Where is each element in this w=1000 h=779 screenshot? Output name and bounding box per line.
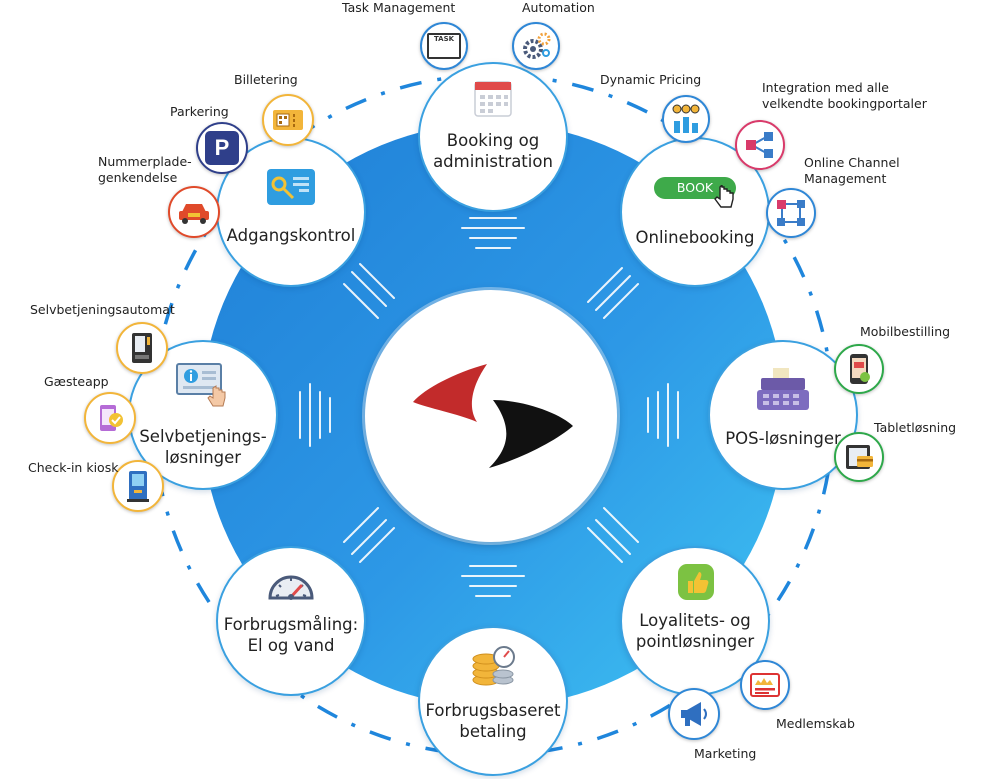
cash-register-icon bbox=[757, 368, 809, 410]
calendar-icon bbox=[474, 81, 512, 117]
hub-selvbetjening-label: Selvbetjenings- løsninger bbox=[139, 427, 267, 467]
hub-forbrugsmaaling-label: Forbrugsmåling: El og vand bbox=[223, 615, 359, 655]
label-billetering: Billetering bbox=[234, 72, 298, 87]
sat-tabletloesning[interactable] bbox=[834, 432, 884, 482]
sat-selvbetjeningsautomat[interactable] bbox=[116, 322, 168, 374]
sat-billetering[interactable] bbox=[262, 94, 314, 146]
label-integration: Integration med alle velkendte bookingpo… bbox=[762, 80, 927, 111]
price-bars-icon bbox=[672, 104, 700, 133]
label-parkering: Parkering bbox=[170, 104, 229, 119]
info-screen-icon bbox=[176, 363, 226, 407]
hub-adgangskontrol[interactable]: Adgangskontrol bbox=[216, 137, 366, 287]
label-dynamic-pricing: Dynamic Pricing bbox=[600, 72, 702, 87]
wave-marks bbox=[299, 217, 679, 597]
sat-checkin-kiosk[interactable] bbox=[112, 460, 164, 512]
hub-pos-label: POS-løsninger bbox=[725, 429, 841, 448]
sat-task-management[interactable]: TASK bbox=[420, 22, 468, 70]
guest-app-icon bbox=[100, 405, 123, 431]
label-task-management: Task Management bbox=[342, 0, 456, 15]
hub-pos[interactable]: POS-løsninger bbox=[708, 340, 858, 490]
hub-booking-label: Booking og administration bbox=[433, 131, 553, 171]
label-automation: Automation bbox=[522, 0, 595, 15]
hub-adgangskontrol-label: Adgangskontrol bbox=[226, 226, 356, 245]
sat-medlemskab[interactable] bbox=[740, 660, 790, 710]
parking-sign-icon: P bbox=[205, 131, 239, 165]
mobile-phone-icon bbox=[850, 354, 870, 384]
sat-automation[interactable] bbox=[512, 22, 560, 70]
hub-booking[interactable]: Booking og administration bbox=[418, 62, 568, 212]
kiosk-icon bbox=[127, 471, 149, 502]
sat-marketing[interactable] bbox=[668, 688, 720, 740]
hub-loyalty-label: Loyalitets- og pointløsninger bbox=[635, 611, 755, 651]
sat-dynamic-pricing[interactable] bbox=[662, 95, 710, 143]
hand-cursor-icon bbox=[714, 185, 734, 208]
sat-online-channel[interactable] bbox=[766, 188, 816, 238]
label-mobilbestilling: Mobilbestilling bbox=[860, 324, 951, 339]
sat-nummerplade[interactable] bbox=[168, 186, 220, 238]
label-medlemskab: Medlemskab bbox=[776, 716, 855, 731]
car-icon bbox=[179, 204, 209, 224]
sat-gaesteapp[interactable] bbox=[84, 392, 136, 444]
thumbs-up-glyph bbox=[688, 572, 709, 593]
center-logo-circle bbox=[365, 290, 617, 542]
label-online-channel: Online Channel Management bbox=[804, 155, 900, 186]
label-checkin-kiosk: Check-in kiosk bbox=[28, 460, 119, 475]
label-gaesteapp: Gæsteapp bbox=[44, 374, 109, 389]
hub-forbrugsbaseret[interactable]: Forbrugsbaseret betaling bbox=[418, 626, 568, 776]
label-marketing: Marketing bbox=[694, 746, 757, 761]
sat-mobilbestilling[interactable] bbox=[834, 344, 884, 394]
channel-grid-icon bbox=[777, 200, 805, 226]
tablet-card-icon bbox=[846, 445, 873, 469]
label-nummerplade: Nummerplade- genkendelse bbox=[98, 154, 192, 185]
gauge-icon bbox=[268, 575, 314, 600]
membership-card-icon bbox=[750, 673, 780, 697]
company-logo bbox=[413, 364, 573, 468]
keycard-icon bbox=[267, 169, 315, 205]
label-selvbetjeningsautomat: Selvbetjeningsautomat bbox=[30, 302, 175, 317]
megaphone-icon bbox=[681, 702, 707, 726]
hub-forbrugsmaaling[interactable]: Forbrugsmåling: El og vand bbox=[216, 546, 366, 696]
sat-parkering[interactable]: P bbox=[196, 122, 248, 174]
book-button-icon: BOOK bbox=[654, 177, 736, 199]
network-nodes-icon bbox=[746, 132, 773, 158]
task-monitor-icon: TASK bbox=[427, 33, 461, 59]
gears-icon bbox=[523, 32, 551, 59]
ticket-icon bbox=[273, 110, 303, 130]
label-tabletloesning: Tabletløsning bbox=[874, 420, 957, 435]
hub-onlinebooking-label: Onlinebooking bbox=[635, 228, 755, 247]
hub-forbrugsbaseret-label: Forbrugsbaseret betaling bbox=[425, 701, 561, 741]
vending-machine-icon bbox=[132, 333, 152, 363]
coins-meter-icon bbox=[472, 646, 515, 686]
sat-integration[interactable] bbox=[735, 120, 785, 170]
thumbs-up-icon bbox=[678, 564, 714, 600]
